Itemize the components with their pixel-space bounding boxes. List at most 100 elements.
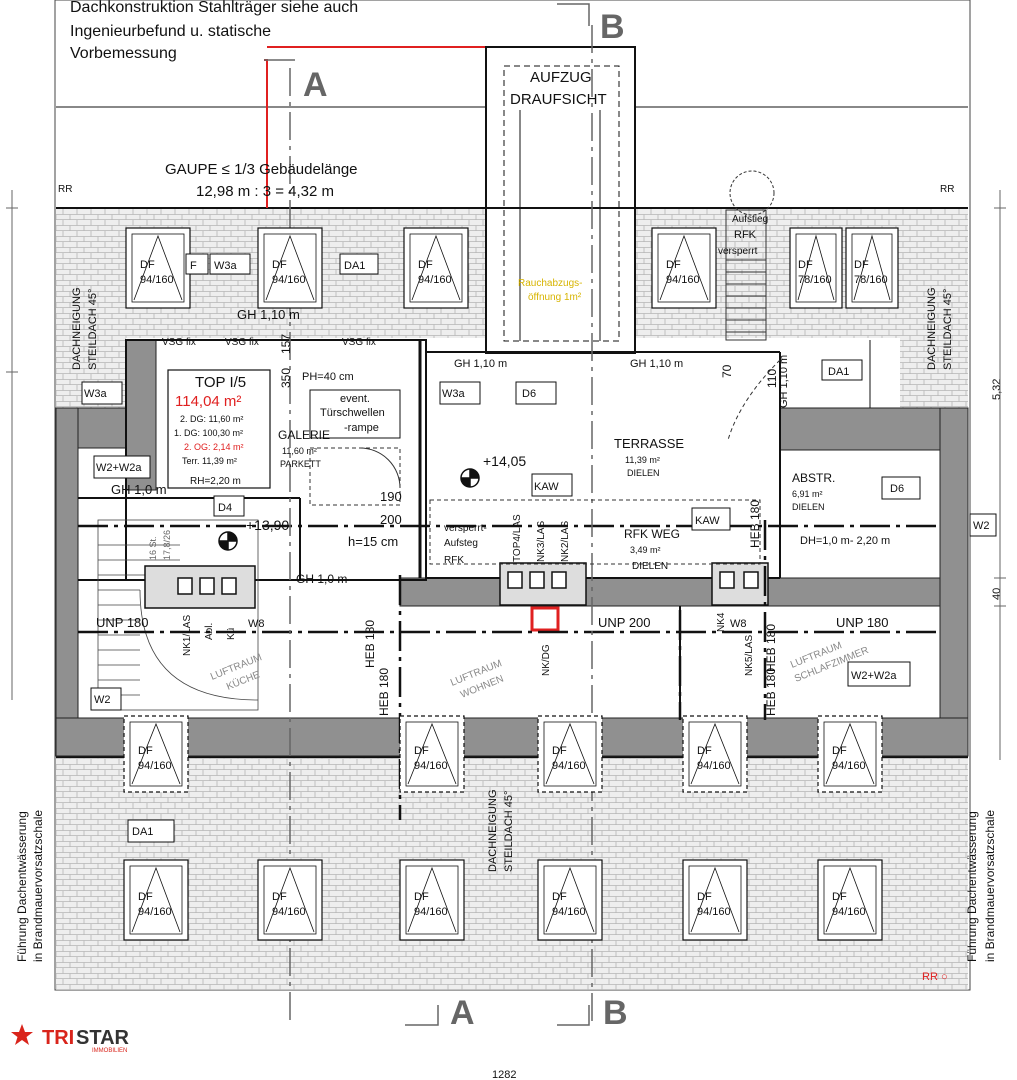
dim-532: 5,32: [991, 379, 1003, 400]
elevator-shaft: [485, 46, 636, 354]
roof-window: [125, 227, 191, 309]
window-w8-left: W8: [248, 618, 265, 630]
roof-window-type: DF: [832, 745, 847, 757]
logo-tri: TRI: [42, 1027, 74, 1049]
elevator-label-1: AUFZUG: [530, 69, 592, 86]
chimneys: [144, 562, 769, 632]
drainage-left-1: Führung Dachentwässerung: [15, 811, 29, 962]
section-a-top: A: [303, 66, 328, 104]
roof-window-size: 94/160: [697, 906, 731, 918]
roof-window-size: 94/160: [697, 760, 731, 772]
roof-window-type: DF: [832, 891, 847, 903]
drainage-left-2: in Brandmauervorsatzschale: [31, 810, 45, 962]
roof-window-row-bottom: DF94/160DF94/160DF94/160DF94/160DF94/160…: [123, 859, 883, 941]
roof-window-size: 94/160: [414, 760, 448, 772]
roof-window-hinge: [545, 722, 595, 785]
gh-label-top: GH 1,10 m: [237, 307, 300, 322]
roof-window-hinge: [411, 234, 461, 301]
level-terrace: +14,05: [483, 453, 526, 469]
roof-window-frame: [795, 233, 837, 303]
gh-label-vertical: GH 1,10 m: [778, 355, 790, 408]
beam-heb180-4: HEB 180: [764, 624, 778, 672]
ladder-note-2: Aufsteg: [444, 538, 478, 549]
roof-window-frame: [129, 865, 183, 935]
roof-window-frame: [657, 233, 711, 303]
roof-window-frame: [405, 865, 459, 935]
roof-window-size: 94/160: [666, 274, 700, 286]
gh-label-left: GH 1,0 m: [111, 482, 167, 497]
escape-ladder: [725, 170, 775, 341]
threshold-note-3: -rampe: [344, 422, 379, 434]
flue-nkdg: NK/DG: [541, 644, 552, 676]
roof-window: [537, 715, 603, 793]
roof-window-type: DF: [272, 891, 287, 903]
roof-window-type: DF: [414, 745, 429, 757]
smoke-vent-label-1: Rauchabzugs-: [518, 278, 582, 289]
level-galerie: +13,90: [246, 517, 289, 533]
beam-heb180-3: HEB 180: [748, 500, 762, 548]
gh-label-terrace-right: GH 1,10 m: [630, 358, 683, 370]
room-rfk-weg-area: 3,49 m²: [630, 545, 661, 555]
kaw-label-1: KAW: [534, 481, 559, 493]
roof-window-hinge: [825, 722, 875, 785]
staircase: [97, 519, 259, 711]
gaupe-note-line1: GAUPE ≤ 1/3 Gebäudelänge: [165, 161, 358, 178]
flue-nk3: NK3/LAS: [536, 521, 547, 562]
rr-right: RR: [940, 184, 954, 195]
window-w8-right: W8: [730, 618, 747, 630]
roof-window-frame: [263, 233, 317, 303]
flue-kueche: Kü: [226, 628, 237, 640]
roof-window-hinge: [133, 234, 183, 301]
roof-window-frame: [543, 865, 597, 935]
logo-star: STAR: [76, 1027, 130, 1049]
roof-window: [123, 715, 189, 793]
roof-window-hinge: [265, 234, 315, 301]
stairs-ratio: 17,8/26: [162, 530, 172, 560]
roof-window-hinge: [659, 234, 709, 301]
dim-110: 110: [765, 369, 779, 388]
roof-window: [403, 227, 469, 309]
roof-window-size: 78/160: [854, 274, 888, 286]
roof-window-size: 94/160: [138, 906, 172, 918]
vsg-fix-1: VSG fix: [162, 337, 196, 348]
dim-70: 70: [720, 364, 734, 378]
roof-window: [257, 859, 323, 941]
roof-window: [682, 715, 748, 793]
section-a-bottom: A: [450, 994, 475, 1032]
threshold-note-1: event.: [340, 393, 370, 405]
beam-heb180-5: HEB 180: [764, 668, 778, 716]
walls: [55, 339, 969, 757]
dim-157: 157: [279, 334, 293, 354]
roof-window-size: 78/160: [798, 274, 832, 286]
flue-nk5: NK5/LAS: [744, 635, 755, 676]
roof-window-size: 94/160: [138, 760, 172, 772]
room-abstr-area: 6,91 m²: [792, 489, 823, 499]
drainage-right-2: in Brandmauervorsatzschale: [983, 810, 997, 962]
roof-slope-left-2: STEILDACH 45°: [87, 289, 99, 370]
roof-window-type: DF: [666, 259, 681, 271]
roof-window: [817, 715, 883, 793]
flue-top4: TOP4/LAS: [512, 514, 523, 562]
tristar-logo: TRI STAR IMMOBILIEN: [11, 1024, 130, 1054]
roof-window-frame: [409, 233, 463, 303]
roof-window-size: 94/160: [552, 906, 586, 918]
roof-slope-left-1: DACHNEIGUNG: [71, 287, 83, 370]
room-rfk-weg-floor: DIELEN: [632, 561, 668, 572]
roof-window-type: DF: [418, 259, 433, 271]
roof-window: [817, 859, 883, 941]
step-dim-190: 190: [380, 489, 402, 504]
room-galerie-floor: PARKETT: [280, 459, 321, 469]
roof-window-type: DF: [138, 891, 153, 903]
room-abstr-dh: DH=1,0 m- 2,20 m: [800, 535, 890, 547]
roof-window-frame: [131, 233, 185, 303]
unit-area-2og: 2. OG: 2,14 m²: [184, 442, 244, 452]
rr-left: RR: [58, 184, 72, 195]
room-abstr: ABSTR.: [792, 471, 835, 485]
roof-window-type: DF: [552, 745, 567, 757]
elevator-label-2: DRAUFSICHT: [510, 91, 607, 108]
window-f: F: [190, 260, 197, 272]
stairs-count: 16 St.: [148, 536, 158, 560]
gh-label-terrace-left: GH 1,10 m: [454, 358, 507, 370]
vsg-fix-3: VSG fix: [342, 337, 376, 348]
dim-350: 350: [279, 368, 293, 388]
